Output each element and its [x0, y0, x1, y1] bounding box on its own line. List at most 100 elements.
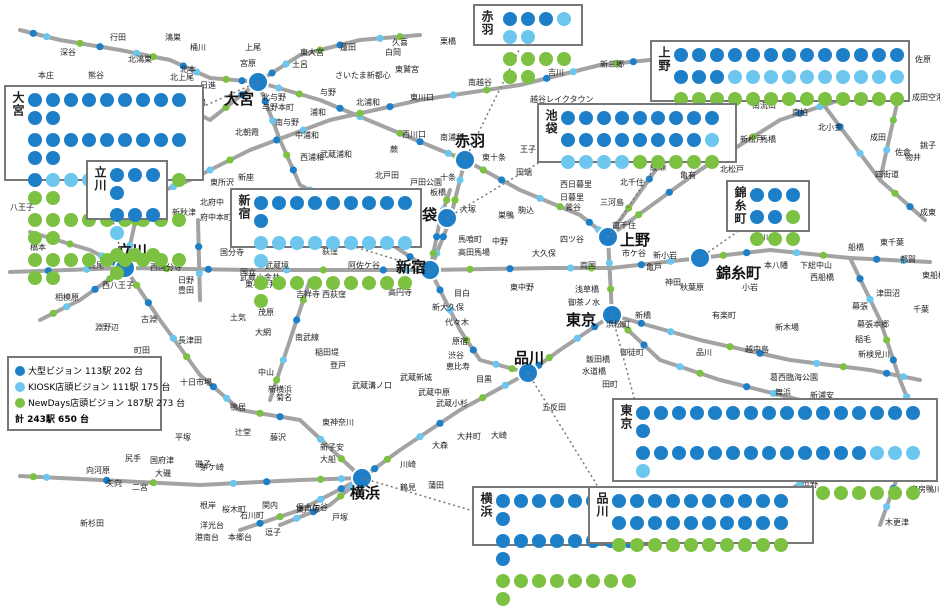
vision-unit-dot: [532, 534, 546, 548]
vision-unit-dot: [146, 168, 160, 182]
vision-unit-dot: [154, 133, 168, 147]
station-callout-panel: 新宿: [230, 188, 422, 308]
legend-label: NewDays店頭ビジョン: [28, 399, 125, 409]
map-legend: 大型ビジョン 113駅 202 台 KIOSK店頭ビジョン 111駅 175 台…: [7, 356, 185, 431]
vision-unit-dot: [612, 494, 626, 508]
station-dot: [337, 492, 345, 500]
station-dot: [337, 455, 345, 463]
station-dot: [883, 146, 891, 154]
vision-unit-dot: [782, 92, 796, 106]
station-dot: [223, 394, 231, 402]
station-dot: [585, 218, 593, 226]
vision-unit-dot: [756, 538, 770, 552]
station-dot: [573, 334, 581, 342]
station-label: 北千住: [620, 177, 644, 187]
station-dot: [126, 241, 134, 249]
vision-unit-dot: [687, 155, 701, 169]
vision-unit-dot: [308, 236, 322, 250]
station-dot: [443, 196, 451, 204]
station-label: 東大宮: [300, 47, 324, 57]
station-dot: [149, 53, 157, 61]
vision-unit-dot: [172, 253, 186, 267]
vision-unit-dot: [890, 48, 904, 62]
vision-unit-dot: [254, 214, 268, 228]
vision-unit-dot: [674, 48, 688, 62]
station-dot: [719, 251, 727, 259]
station-dot: [293, 514, 301, 522]
vision-unit-dot: [798, 446, 812, 460]
station-dot: [383, 455, 391, 463]
station-dot: [889, 116, 897, 124]
station-dot: [356, 109, 364, 117]
station-dot: [279, 356, 287, 364]
station-dot: [66, 240, 74, 248]
vision-unit-dot: [816, 446, 830, 460]
vision-unit-dot: [710, 92, 724, 106]
vision-unit-dot: [836, 48, 850, 62]
station-dot: [317, 475, 325, 483]
legend-label: 大型ビジョン: [28, 367, 83, 377]
callout-connector: [527, 372, 601, 491]
station-dot: [337, 485, 345, 493]
station-dot: [498, 176, 506, 184]
vision-unit-dot: [622, 574, 636, 588]
station-label: 有楽町: [712, 310, 736, 320]
station-label: 保土ケ谷: [296, 502, 328, 512]
station-label: 白岡: [385, 47, 401, 57]
vision-unit-dot: [496, 494, 510, 508]
vision-unit-dot: [764, 92, 778, 106]
vision-unit-dot: [870, 446, 884, 460]
station-label: 国立: [240, 267, 256, 277]
vision-unit-dot: [128, 208, 142, 222]
station-label: 大井町: [457, 431, 481, 441]
vision-unit-dot: [870, 406, 884, 420]
station-label: 千葉: [913, 304, 929, 314]
rail-line-17: [18, 474, 364, 487]
station-label: 成田: [870, 132, 886, 142]
station-label: 東所沢: [210, 177, 234, 187]
vision-unit-dot: [768, 188, 782, 202]
vision-unit-dot: [669, 133, 683, 147]
vision-unit-dot: [272, 236, 286, 250]
vision-unit-dot: [684, 494, 698, 508]
vision-unit-dot: [746, 70, 760, 84]
vision-unit-dot: [651, 111, 665, 125]
callout-connector: [361, 477, 471, 511]
vision-unit-dot: [836, 92, 850, 106]
station-dot: [640, 341, 648, 349]
station-label: 小岩: [742, 282, 758, 292]
station-label: 桜木町: [222, 504, 246, 514]
station-dot: [508, 365, 516, 373]
station-label: 大磯: [155, 468, 171, 478]
station-label: 南柏: [792, 107, 808, 117]
vision-unit-dot: [172, 133, 186, 147]
vision-unit-dot: [705, 111, 719, 125]
station-dot: [466, 265, 474, 273]
vision-unit-dot: [28, 231, 42, 245]
station-label: 秋葉原: [680, 282, 704, 292]
station-dot: [856, 275, 864, 283]
vision-unit-dot: [64, 253, 78, 267]
vision-unit-dot: [633, 133, 647, 147]
station-dot: [506, 265, 514, 273]
station-dot: [444, 149, 452, 157]
station-dot: [256, 519, 264, 527]
station-label: 国府津: [150, 455, 174, 465]
vision-unit-dot: [272, 196, 286, 210]
vision-unit-dot: [666, 516, 680, 530]
station-label: 船橋: [848, 242, 864, 252]
station-label: 代々木: [445, 317, 469, 327]
station-label: 目白: [454, 288, 470, 298]
legend-total: 計 243駅 650 台: [15, 412, 89, 425]
station-dot: [96, 43, 104, 51]
station-dot: [309, 508, 317, 516]
vision-unit-dot: [692, 70, 706, 84]
vision-unit-dot: [870, 486, 884, 500]
panel-title: 東京: [619, 404, 633, 430]
station-label: 戸田公園: [410, 178, 442, 187]
vision-unit-dot: [597, 133, 611, 147]
station-dot: [273, 136, 281, 144]
station-label: 本庄: [38, 70, 54, 80]
vision-unit-dot: [906, 446, 920, 460]
vision-unit-dot: [630, 538, 644, 552]
